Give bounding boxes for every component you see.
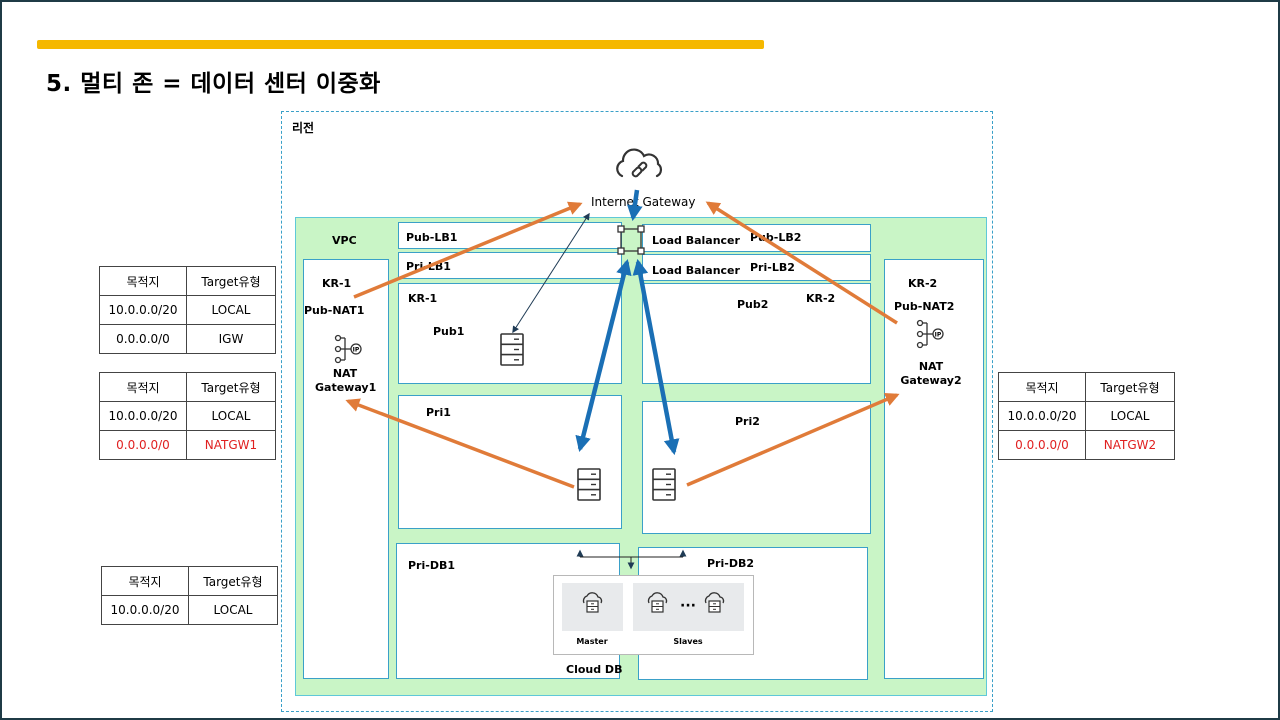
- cloud-db-master-icon: [582, 592, 603, 613]
- load-balancer-icon: [617, 225, 645, 255]
- rt-header-destination: 목적지: [99, 372, 187, 402]
- subnet-pub2: [642, 283, 871, 384]
- nat-gateway1-line1: NAT: [332, 367, 358, 380]
- server-pri1-icon: [577, 468, 601, 501]
- label-zone-kr2: KR-2: [908, 277, 938, 290]
- region-label: 리전: [292, 121, 315, 135]
- pri1-to-nat1-arrow: [345, 398, 575, 489]
- rt-header-target: Target유형: [186, 372, 276, 402]
- rt-cell-highlight: NATGW2: [1085, 430, 1175, 460]
- rt-header-target: Target유형: [188, 566, 278, 596]
- pri2-to-nat2-arrow: [686, 392, 900, 487]
- rt-cell-highlight: NATGW1: [186, 430, 276, 460]
- label-zone-kr1: KR-1: [322, 277, 352, 290]
- db-replication-connector: [576, 549, 687, 570]
- label-kr1-inner: KR-1: [408, 292, 438, 305]
- nat-gateway1-icon: [334, 334, 362, 364]
- nat-gateway2-label: NAT Gateway2: [897, 360, 965, 388]
- label-pri-lb2: Pri-LB2: [750, 261, 795, 274]
- nat2-to-igw-arrow: [705, 201, 898, 325]
- server-pub1-icon: [500, 333, 524, 366]
- label-pub1: Pub1: [433, 325, 465, 338]
- nat-gateway2-icon: [916, 319, 944, 349]
- label-pri-db1: Pri-DB1: [408, 559, 455, 572]
- internet-gateway-icon: [616, 148, 663, 178]
- rt-header-target: Target유형: [1085, 372, 1175, 402]
- label-pub-nat1: Pub-NAT1: [304, 304, 365, 317]
- label-pub-lb2: Pub-LB2: [750, 231, 802, 244]
- lb-pri1-arrow: [575, 258, 632, 453]
- rt-cell: LOCAL: [188, 595, 278, 625]
- server-pri2-icon: [652, 468, 676, 501]
- label-pub-lb1: Pub-LB1: [406, 231, 458, 244]
- title-accent-bar: [37, 40, 764, 49]
- cloud-db-slave-icon: [704, 592, 725, 613]
- vpc-label: VPC: [332, 234, 357, 247]
- rt-cell: 10.0.0.0/20: [101, 595, 189, 625]
- label-pri2: Pri2: [735, 415, 760, 428]
- label-pub-nat2: Pub-NAT2: [894, 300, 955, 313]
- rt-header-target: Target유형: [186, 266, 276, 296]
- rt-cell-highlight: 0.0.0.0/0: [998, 430, 1086, 460]
- rt-header-destination: 목적지: [99, 266, 187, 296]
- subnet-pub-lb2: [642, 224, 871, 252]
- nat-gateway2-line1: NAT: [918, 360, 944, 373]
- cloud-db-master-label: Master: [576, 637, 608, 646]
- rt-cell: LOCAL: [186, 401, 276, 431]
- load-balancer-1-label: Load Balancer: [652, 234, 740, 247]
- rt-cell-highlight: 0.0.0.0/0: [99, 430, 187, 460]
- rt-cell: LOCAL: [1085, 401, 1175, 431]
- nat1-to-igw-arrow: [353, 201, 583, 299]
- lb-pri2-arrow: [632, 258, 680, 456]
- nat-gateway1-label: NAT Gateway1: [315, 367, 377, 395]
- cloud-db-label: Cloud DB: [566, 663, 623, 676]
- igw-to-lb-arrow: [626, 189, 643, 222]
- label-pri1: Pri1: [426, 406, 451, 419]
- rt-cell: 0.0.0.0/0: [99, 324, 187, 354]
- cloud-db-slave-icon: [647, 592, 668, 613]
- zone-kr2-nat-subnet: [884, 259, 984, 679]
- igw-pub1-connector: [512, 212, 590, 334]
- zone-kr1-nat-subnet: [303, 259, 389, 679]
- rt-header-destination: 목적지: [998, 372, 1086, 402]
- subnet-pri-lb2: [642, 254, 871, 281]
- slide-title: 5. 멀티 존 = 데이터 센터 이중화: [46, 71, 381, 97]
- internet-gateway-label: Internet Gateway: [591, 195, 696, 209]
- rt-cell: IGW: [186, 324, 276, 354]
- label-kr2-inner: KR-2: [806, 292, 836, 305]
- region-boundary: [281, 111, 993, 712]
- label-pri-db2: Pri-DB2: [707, 557, 754, 570]
- label-pub2: Pub2: [737, 298, 769, 311]
- nat-gateway2-line2: Gateway2: [900, 374, 962, 387]
- ellipsis-icon: ···: [680, 598, 696, 614]
- nat-gateway1-line2: Gateway1: [315, 381, 377, 394]
- cloud-db-slaves-label: Slaves: [673, 637, 703, 646]
